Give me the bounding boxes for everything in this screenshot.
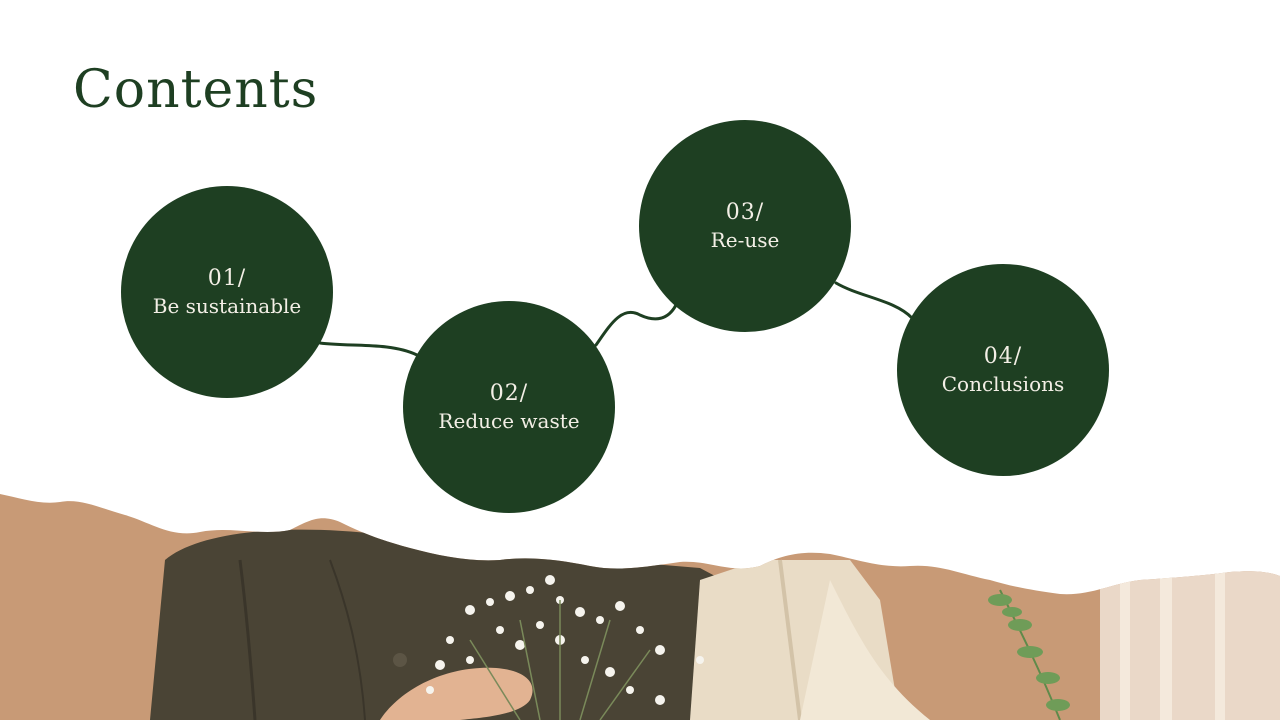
item-label: Be sustainable (152, 294, 302, 319)
contents-item-3[interactable]: 03/ Re-use (639, 120, 851, 332)
connector-2-3 (594, 303, 678, 347)
item-number: 01/ (207, 265, 247, 291)
contents-item-2[interactable]: 02/ Reduce waste (403, 301, 615, 513)
page-title: Contents (73, 60, 319, 120)
item-label: Re-use (710, 228, 780, 253)
contents-item-4[interactable]: 04/ Conclusions (897, 264, 1109, 476)
item-number: 04/ (983, 343, 1023, 369)
contents-item-1[interactable]: 01/ Be sustainable (121, 186, 333, 398)
item-number: 02/ (489, 380, 529, 406)
item-label: Reduce waste (438, 409, 580, 434)
connector-1-2 (318, 341, 419, 357)
connector-3-4 (834, 281, 914, 320)
item-number: 03/ (725, 199, 765, 225)
item-label: Conclusions (941, 372, 1065, 397)
